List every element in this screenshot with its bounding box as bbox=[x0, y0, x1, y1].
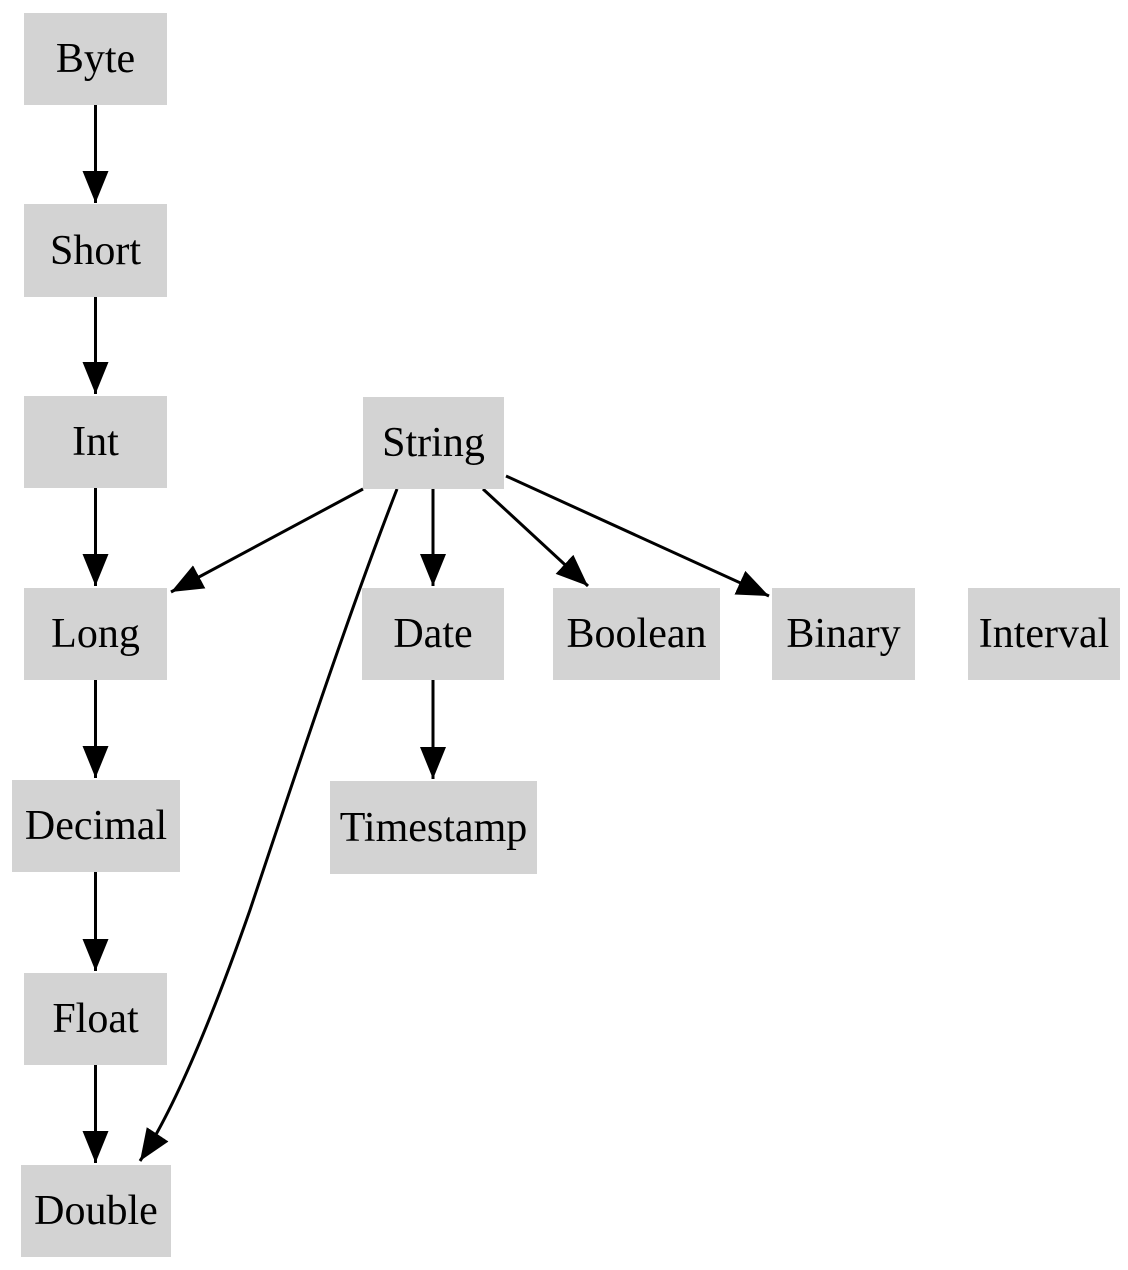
node-interval: Interval bbox=[968, 588, 1120, 680]
node-float: Float bbox=[24, 973, 167, 1065]
node-binary: Binary bbox=[772, 588, 915, 680]
node-long: Long bbox=[24, 588, 167, 680]
node-timestamp: Timestamp bbox=[330, 781, 537, 874]
edge-string-to-long bbox=[170, 487, 364, 594]
node-date: Date bbox=[362, 588, 504, 680]
node-decimal: Decimal bbox=[12, 780, 180, 872]
node-boolean: Boolean bbox=[553, 588, 720, 680]
edge-string-to-boolean bbox=[481, 487, 590, 588]
node-byte: Byte bbox=[24, 13, 167, 105]
node-string: String bbox=[363, 397, 504, 489]
node-int: Int bbox=[24, 396, 167, 488]
edge-string-to-double bbox=[138, 488, 399, 1162]
node-short: Short bbox=[24, 204, 167, 297]
node-double: Double bbox=[21, 1165, 171, 1257]
edge-string-to-binary bbox=[505, 474, 770, 598]
